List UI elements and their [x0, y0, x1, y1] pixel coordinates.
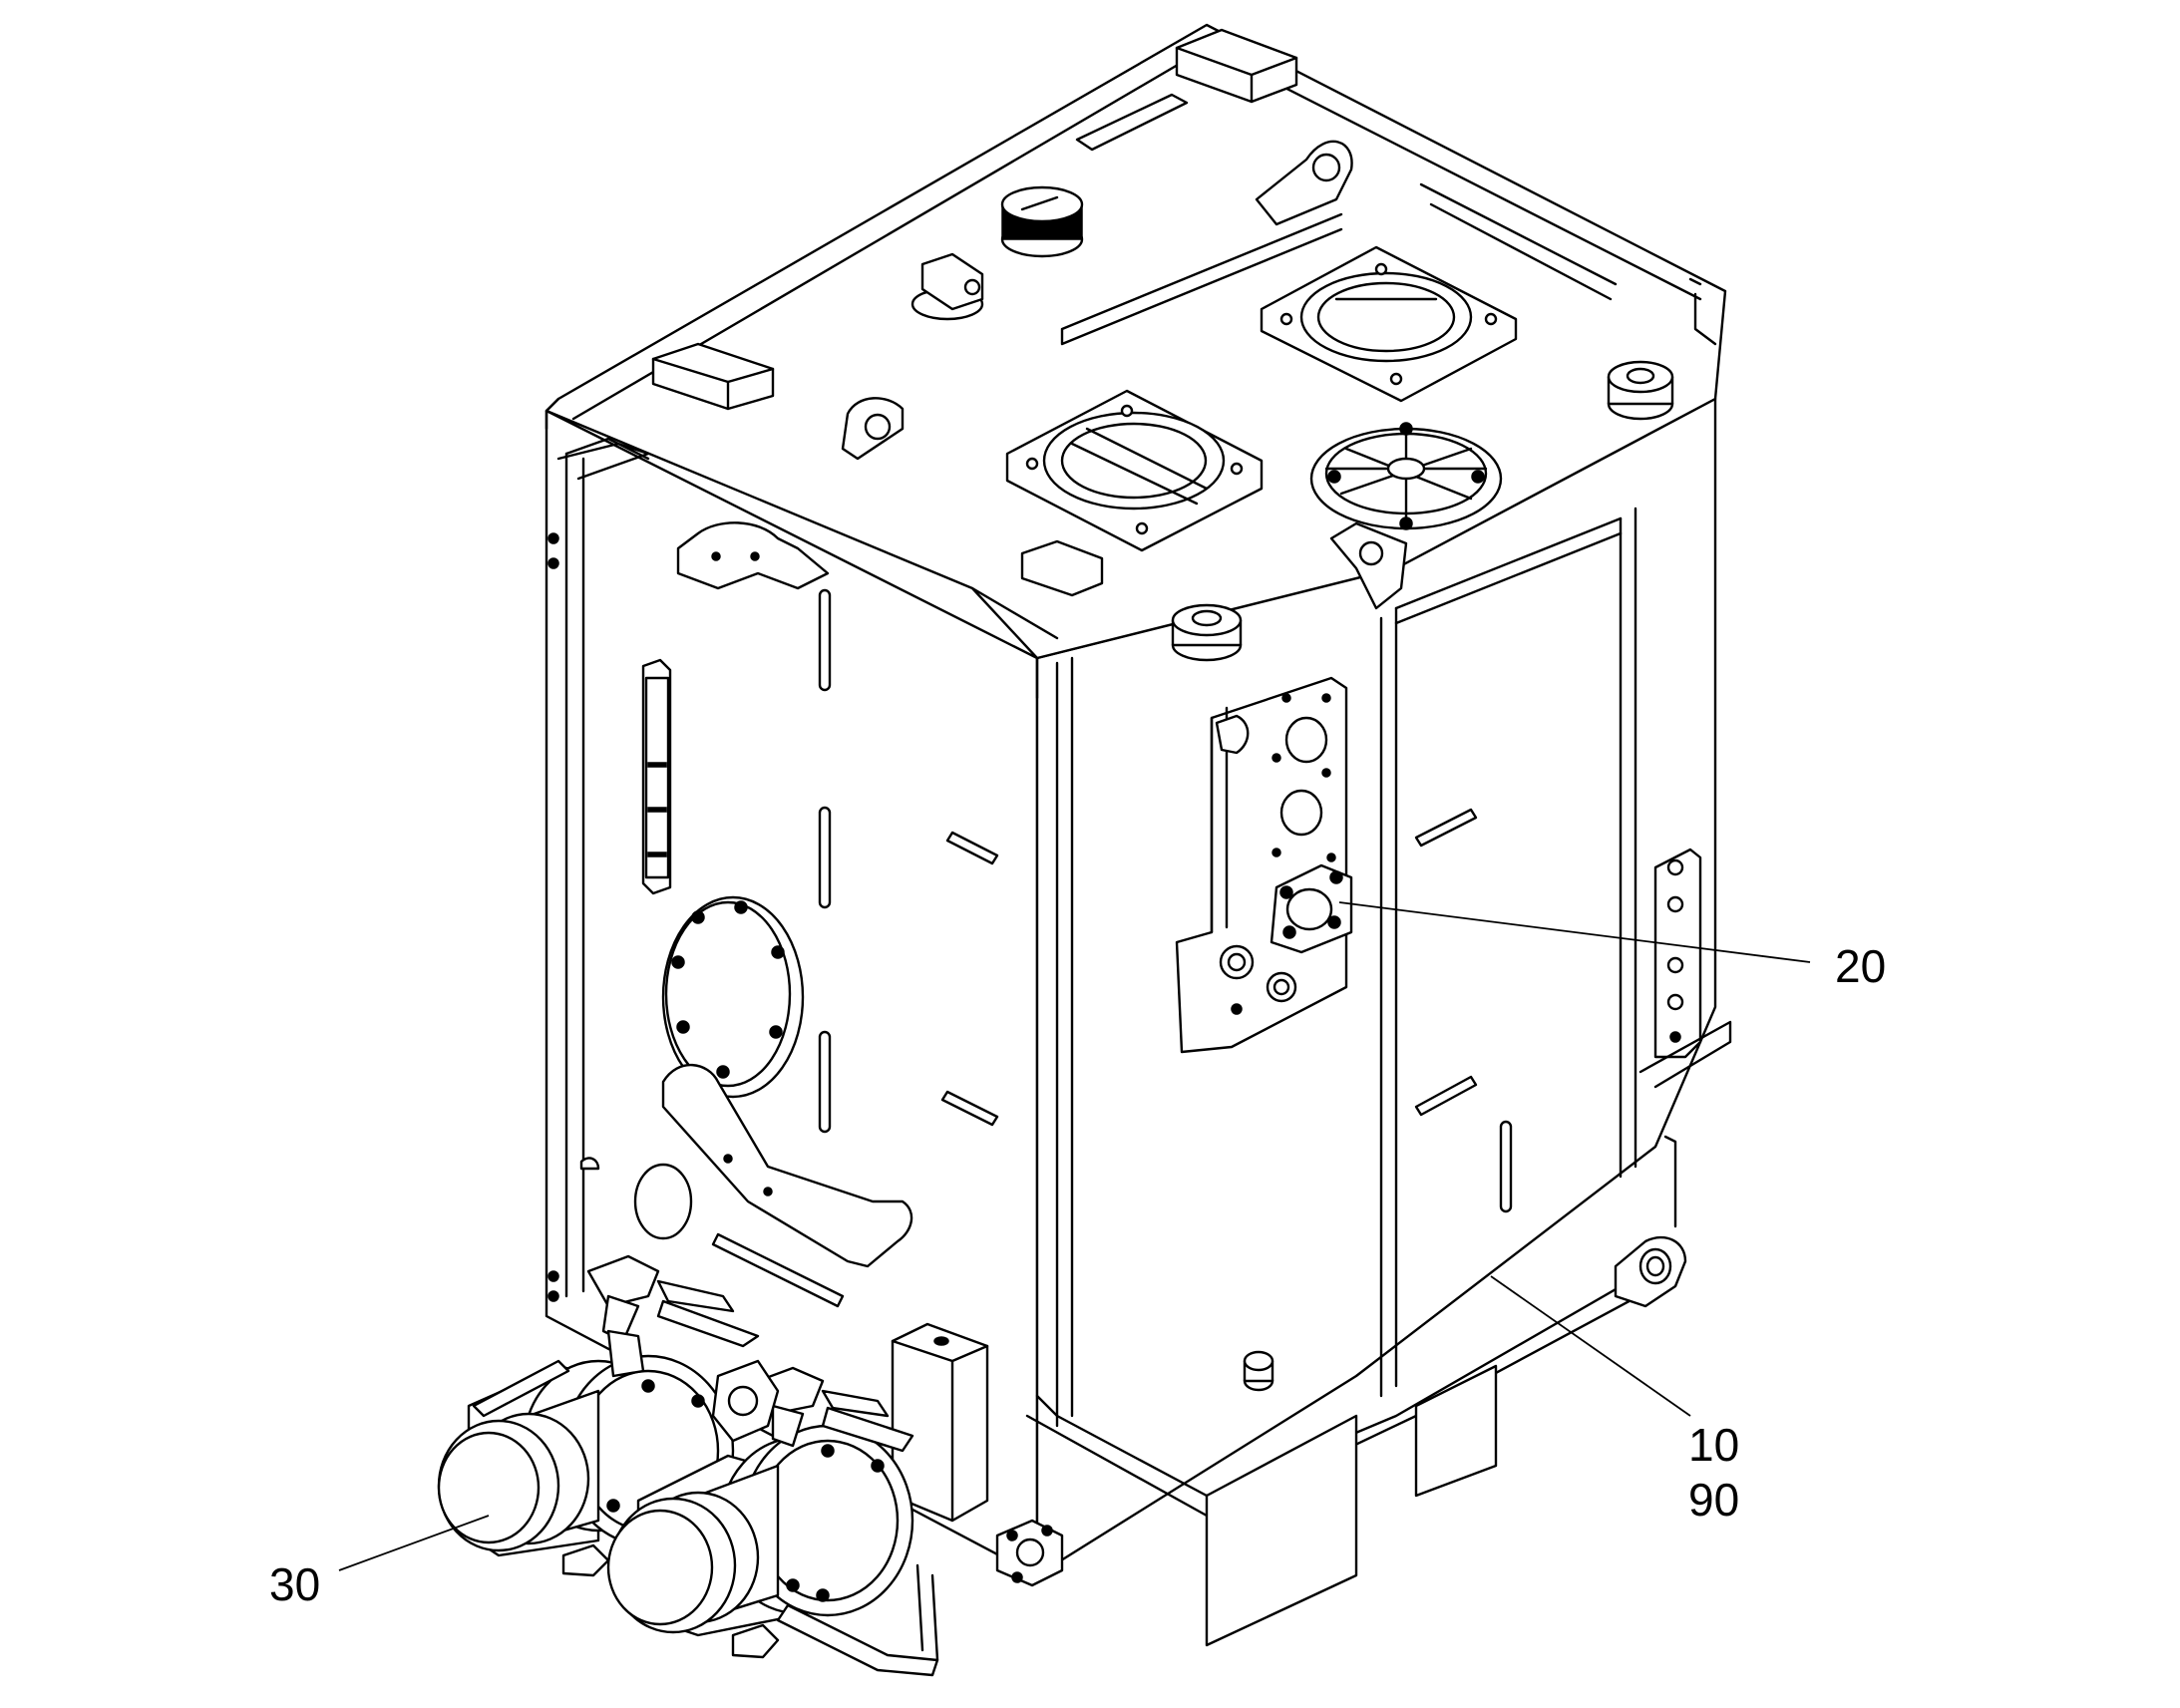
filler-cap [1000, 185, 1084, 258]
side-fitting [995, 1519, 1064, 1587]
callout-labels: 20 10 90 30 [269, 940, 1886, 1610]
top-details [651, 28, 1717, 662]
callout-leaders [338, 901, 1811, 1571]
ball-valve-right [606, 1359, 914, 1659]
valve-assembly [437, 1254, 1064, 1677]
mount-pad [1020, 539, 1104, 597]
side-bracket [1638, 848, 1732, 1089]
callout-30: 30 [269, 1558, 320, 1610]
drain-plug [1243, 1350, 1274, 1392]
sight-glass [641, 658, 672, 895]
plug-top-center [1171, 603, 1243, 662]
leader-10 [1490, 1275, 1691, 1417]
mounting-arm [661, 1063, 913, 1268]
left-face-details [547, 442, 999, 1308]
callout-20: 20 [1835, 940, 1886, 992]
inspection-cover [661, 895, 805, 1099]
access-cover-rear [1260, 245, 1518, 403]
return-filter [1309, 422, 1503, 610]
callout-90: 90 [1688, 1474, 1739, 1526]
plug-top-right [1607, 360, 1674, 421]
leader-30 [338, 1515, 490, 1571]
eye-bolt [1614, 1135, 1687, 1308]
right-face-details [1175, 676, 1732, 1392]
callout-10: 10 [1688, 1419, 1739, 1471]
level-sensor [910, 252, 984, 321]
mounting-plate [1175, 676, 1348, 1054]
leader-20 [1338, 901, 1811, 963]
access-cover-front [1005, 389, 1264, 552]
mount-pad [1175, 28, 1298, 104]
port-flange [1270, 863, 1353, 954]
